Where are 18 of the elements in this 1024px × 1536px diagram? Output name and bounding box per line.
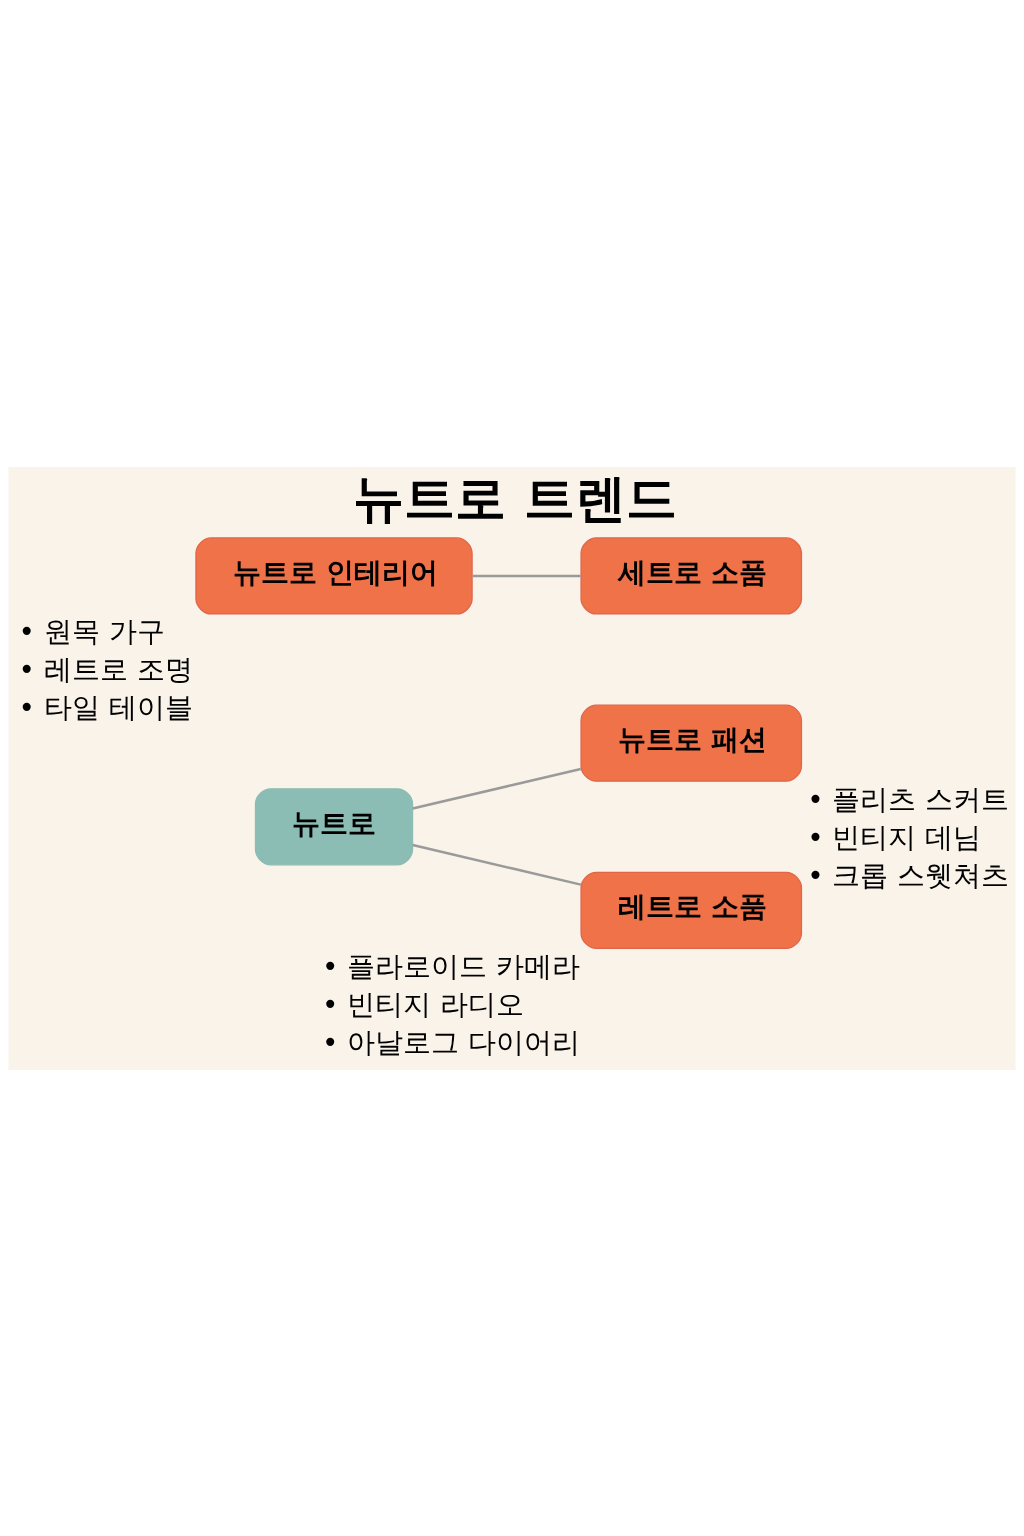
node-label: • 원목 가구 [18, 614, 165, 648]
node-label: • 아날로그 다이어리 [321, 1025, 581, 1059]
node-box: 뉴트로 [254, 787, 414, 865]
node-box: 뉴트로 패션 [580, 704, 803, 782]
node-label: • 레트로 조명 [18, 652, 193, 686]
node-box: 세트로 소품 [580, 536, 803, 615]
node-label: • 타일 테이블 [18, 690, 193, 724]
connector [412, 767, 582, 810]
connector [412, 843, 582, 886]
diagram-title: 뉴트로 트렌드 [353, 468, 677, 528]
node-label: • 플라로이드 카메라 [321, 949, 581, 983]
node-label: • 빈티지 라디오 [321, 987, 525, 1021]
connector [472, 574, 581, 577]
node-box: 뉴트로 인테리어 [195, 536, 473, 615]
node-label: • 빈티지 데님 [807, 820, 982, 854]
node-label: • 플리츠 스커트 [807, 782, 1010, 816]
node-label: • 크롭 스웻쳐츠 [807, 858, 1010, 892]
node-box: 레트로 소품 [580, 871, 803, 949]
